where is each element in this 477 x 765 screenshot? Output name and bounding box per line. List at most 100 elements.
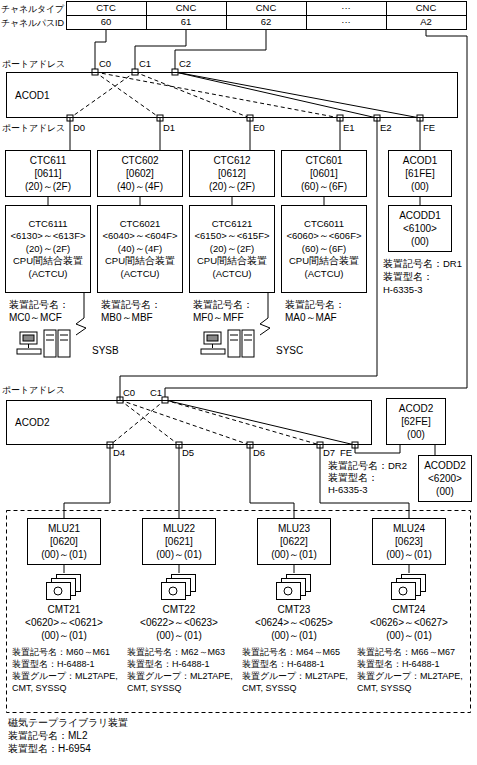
device-detail: <6100> — [403, 222, 437, 235]
device-name: ACOD1 — [403, 154, 437, 167]
annotation-label: 装置記号名：M62～M63 — [127, 646, 233, 658]
library-outline — [7, 511, 471, 713]
device-detail: CPU間結合装置 — [289, 255, 359, 267]
device-detail: <0626>～<0627> — [370, 616, 448, 629]
device-detail: (00) — [407, 428, 425, 441]
cabinet-detail — [46, 340, 54, 341]
device-detail: (00)～(01) — [386, 548, 432, 561]
annotation-label: 装置記号名： — [101, 299, 161, 311]
annotation-label: MA0～MAF — [285, 312, 337, 324]
annotation-label: C1 — [139, 58, 151, 70]
tape-reel — [284, 587, 292, 595]
device-detail: (40)～(4F) — [118, 243, 162, 255]
device-box: ACODD2<6200>(00) — [418, 455, 472, 502]
device-detail: <6150>～<615F> — [195, 230, 270, 242]
device-name: CTC6121 — [212, 218, 253, 230]
monitor — [20, 332, 37, 344]
device-name: MLU23 — [278, 522, 310, 535]
switch-path — [110, 400, 165, 445]
cabinet — [44, 330, 56, 357]
annotation-label: 装置記号名： — [9, 299, 69, 311]
annotation-label: ポートアドレス — [2, 122, 65, 134]
device-box: CTC6021<6040>～<604F>(40)～(4F)CPU間結合装置(AC… — [97, 205, 183, 293]
device-box: ACODD1<6100>(00) — [388, 205, 452, 252]
annotation-label: E1 — [343, 122, 355, 134]
switch-path — [95, 72, 340, 118]
device-box: CTC601[0601](60)～(6F) — [281, 150, 367, 197]
device-name: CTC612 — [213, 154, 250, 167]
annotation-label: CNC — [226, 2, 306, 14]
channel-wires — [95, 29, 467, 400]
device-name: ACODD2 — [424, 459, 466, 472]
device-box: CTC602[0602](40)～(4F) — [97, 150, 183, 197]
device-detail: (60)～(6F) — [301, 180, 347, 193]
device-detail: [0621] — [165, 535, 193, 548]
switch-path — [175, 72, 377, 118]
device-detail: (20)～(2F) — [209, 180, 255, 193]
device-name: ACOD2 — [15, 416, 49, 429]
screen — [23, 335, 34, 341]
device-name: MLU21 — [48, 522, 80, 535]
device-detail: [0623] — [395, 535, 423, 548]
device-detail: [61FE] — [405, 167, 434, 180]
device-detail: (00)～(01) — [156, 629, 202, 642]
device-box: MLU24[0623](00)～(01) — [372, 518, 446, 565]
annotation-label: 装置型名：H-6488-1 — [127, 658, 233, 670]
device-name: CMT21 — [48, 603, 81, 616]
annotation-label: ポートアドレス — [2, 58, 65, 70]
tape-cartridge — [47, 583, 71, 600]
annotation-label: 装置記号名： — [285, 299, 345, 311]
annotation-label: 62 — [226, 16, 306, 28]
tape-unit: CMT24<0626>～<0627>(00)～(01) — [355, 573, 463, 645]
annotation-label: 装置グループ：ML2TAPE, CMT, SYSSQ — [12, 670, 118, 694]
tape-stack-icon — [157, 573, 201, 601]
device-detail: (00)～(01) — [156, 548, 202, 561]
annotation-label: 装置グループ：ML2TAPE, CMT, SYSSQ — [357, 670, 463, 694]
annotation-label: FE — [423, 122, 435, 134]
annotation-label: H-6335-3 — [383, 284, 423, 296]
device-name: CMT23 — [278, 603, 311, 616]
annotation-label: 60 — [66, 16, 146, 28]
connector — [160, 118, 161, 150]
annotation-label: D5 — [182, 447, 194, 459]
annotation-label: C0 — [123, 387, 135, 399]
annotation-label: A2 — [386, 16, 466, 28]
device-box: CTC6011<6060>～<606F>(60)～(6F)CPU間結合装置(AC… — [281, 205, 367, 293]
switch-path — [175, 72, 420, 118]
connector — [320, 445, 409, 518]
annotation-label: 装置記号名： — [193, 299, 253, 311]
tape-reel — [399, 587, 407, 595]
switch-path — [165, 400, 320, 445]
tape-cartridge — [392, 583, 416, 600]
table-rule — [306, 1, 307, 29]
connector — [64, 445, 110, 518]
connector — [294, 565, 295, 573]
table-rule — [226, 1, 227, 29]
device-box: MLU23[0622](00)～(01) — [257, 518, 331, 565]
device-name: CMT22 — [163, 603, 196, 616]
switch-path — [120, 400, 179, 445]
device-name: CTC6111 — [28, 218, 67, 230]
device-detail: CPU間結合装置 — [197, 255, 267, 267]
device-name: CTC602 — [121, 154, 158, 167]
annotation-label: MF0～MFF — [193, 312, 244, 324]
annotation-label: 61 — [146, 16, 226, 28]
annotation-label: C1 — [150, 387, 162, 399]
annotation-label: D4 — [113, 447, 125, 459]
device-detail: (ACTCU) — [28, 268, 67, 280]
device-detail: (ACTCU) — [304, 268, 343, 280]
device-detail: (00) — [436, 485, 454, 498]
acod1-internal — [70, 72, 420, 118]
switch-path — [135, 72, 250, 118]
tape-stack-icon — [272, 573, 316, 601]
device-name: CTC601 — [305, 154, 342, 167]
device-detail: CPU間結合装置 — [105, 255, 175, 267]
table-rule — [66, 15, 466, 16]
connector — [250, 118, 251, 150]
switch-box: ACOD1 — [6, 72, 458, 118]
device-detail: (00)～(01) — [271, 629, 317, 642]
device-detail: <6060>～<606F> — [287, 230, 362, 242]
annotation-label: 装置型名：H-6488-1 — [12, 658, 118, 670]
tape-stack-icon — [387, 573, 431, 601]
device-box: CTC612[0612](20)～(2F) — [189, 150, 275, 197]
